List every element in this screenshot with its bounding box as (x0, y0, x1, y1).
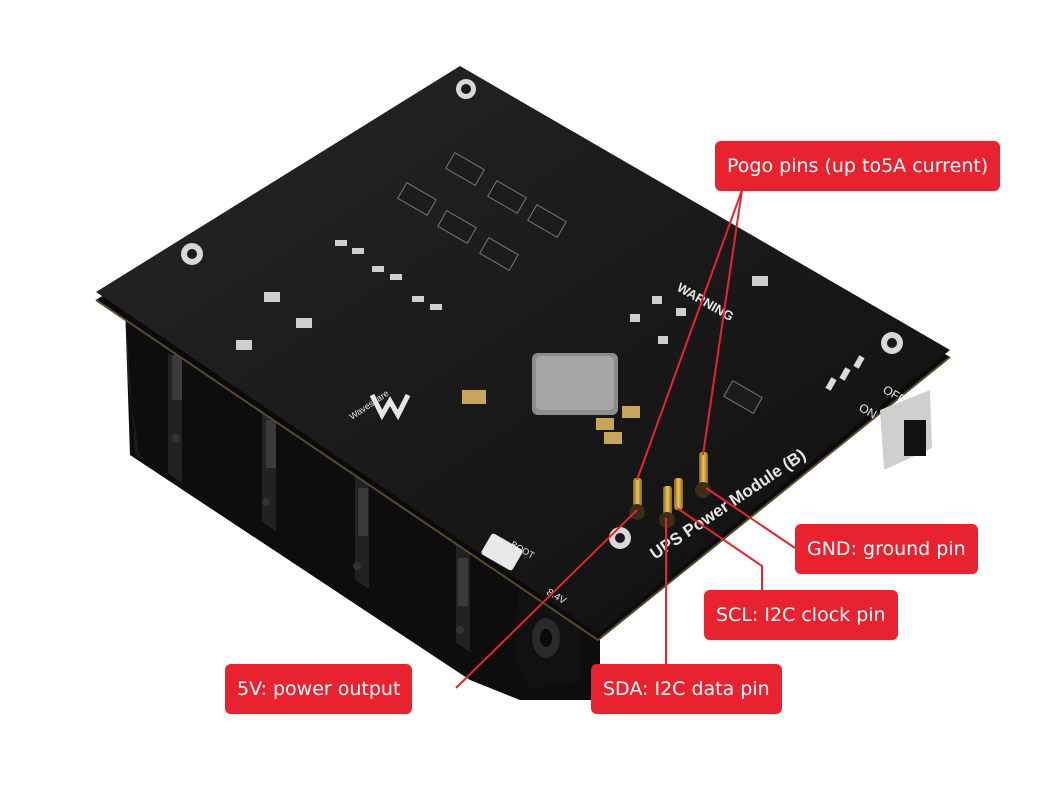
boot-connector (481, 533, 523, 571)
inductor (532, 353, 618, 415)
pogo-pins (629, 452, 711, 528)
brand-logo (369, 393, 411, 421)
callout-pogo-pins: Pogo pins (up to5A current) (715, 141, 1001, 191)
callout-sda-pin: SDA: I2C data pin (591, 664, 782, 714)
callout-gnd-pin: GND: ground pin (795, 524, 978, 574)
power-switch (880, 390, 932, 470)
callout-5v-output: 5V: power output (225, 664, 413, 714)
callout-scl-pin: SCL: I2C clock pin (704, 590, 898, 640)
battery-holder (125, 305, 600, 700)
pcb-board (95, 66, 951, 642)
